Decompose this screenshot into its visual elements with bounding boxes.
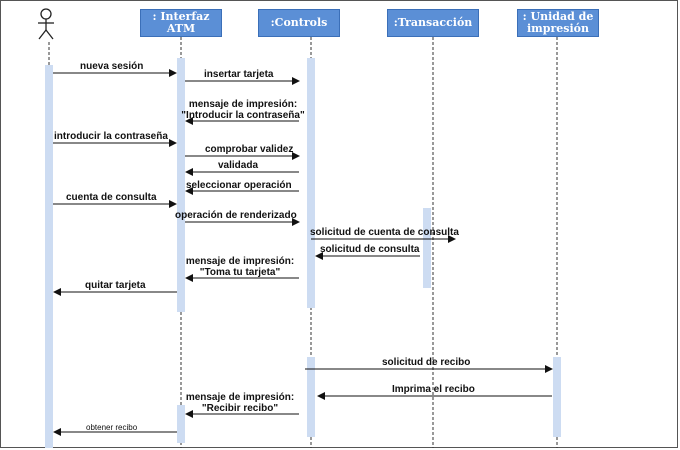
message-label: obtener recibo <box>86 423 138 432</box>
message-label: insertar tarjeta <box>204 69 274 80</box>
message-label: comprobar validez <box>205 144 294 155</box>
message-label: mensaje de impresión: "Introducir la con… <box>181 99 305 121</box>
message-label: cuenta de consulta <box>66 192 157 203</box>
message-label: Imprima el recibo <box>392 384 475 395</box>
message-label: operación de renderizado <box>175 210 297 221</box>
message-label: mensaje de impresión: "Toma tu tarjeta" <box>185 256 295 278</box>
activation-atm-1 <box>177 58 185 312</box>
message-label: validada <box>218 160 259 171</box>
activation-impresion <box>553 357 561 437</box>
activation-controls-2 <box>307 357 315 437</box>
message-label: solicitud de cuenta de consulta <box>310 227 459 238</box>
participant-impresion: : Unidad de impresión <box>517 9 599 37</box>
participant-controls: :Controls <box>258 9 340 37</box>
participant-atm: : Interfaz ATM <box>140 9 222 37</box>
activation-transaccion <box>423 208 431 288</box>
message-label: seleccionar operación <box>186 180 292 191</box>
message-label: solicitud de consulta <box>320 244 420 255</box>
message-label: nueva sesión <box>80 61 144 72</box>
message-label: introducir la contraseña <box>54 131 168 142</box>
activation-atm-2 <box>177 405 185 443</box>
activation-actor <box>45 65 53 448</box>
message-label: solicitud de recibo <box>382 357 471 368</box>
participant-transaccion: :Transacción <box>387 9 479 37</box>
activation-controls-1 <box>307 58 315 308</box>
message-label: quitar tarjeta <box>85 280 146 291</box>
message-label: mensaje de impresión: "Recibir recibo" <box>185 392 295 414</box>
actor-icon <box>38 8 54 40</box>
